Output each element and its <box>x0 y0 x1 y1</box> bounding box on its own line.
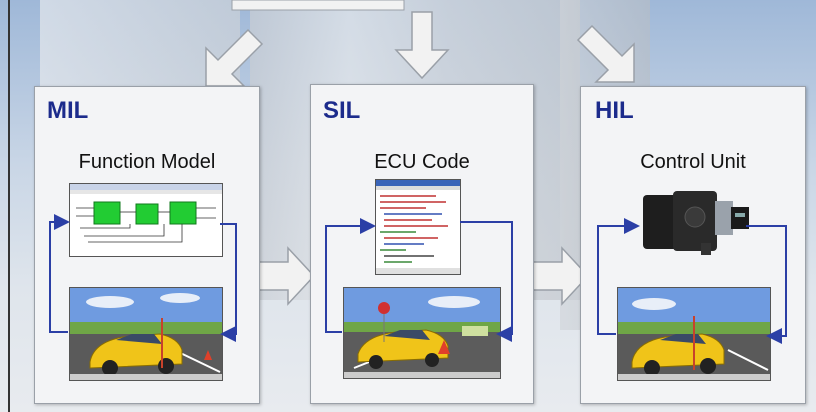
mil-panel: MIL Function Model <box>34 86 260 404</box>
car-simulation-icon <box>69 287 223 381</box>
ecu-hardware-icon <box>639 187 751 257</box>
mil-title: MIL <box>47 97 89 124</box>
top-source-box <box>231 0 405 11</box>
car-simulation-icon <box>343 287 501 379</box>
sil-title: SIL <box>323 97 361 124</box>
left-border-line <box>8 0 10 412</box>
arrow-mil-to-sil <box>257 246 316 306</box>
arrow-into-sil <box>394 11 450 80</box>
hil-subtitle: Control Unit <box>640 151 746 173</box>
sil-loop <box>325 218 513 342</box>
car-simulation-icon <box>617 287 771 381</box>
sil-subtitle: ECU Code <box>374 151 470 173</box>
arrow-into-hil <box>576 24 635 83</box>
arrow-sil-to-hil <box>529 246 590 306</box>
mil-subtitle: Function Model <box>78 151 216 173</box>
code-editor-icon <box>375 179 461 275</box>
block-diagram-icon <box>69 183 223 257</box>
hil-title: HIL <box>595 97 634 124</box>
hil-loop <box>597 218 787 344</box>
sil-panel: SIL ECU Code <box>310 84 534 404</box>
mil-loop <box>49 214 237 342</box>
hil-panel: HIL Control Unit <box>580 86 806 404</box>
